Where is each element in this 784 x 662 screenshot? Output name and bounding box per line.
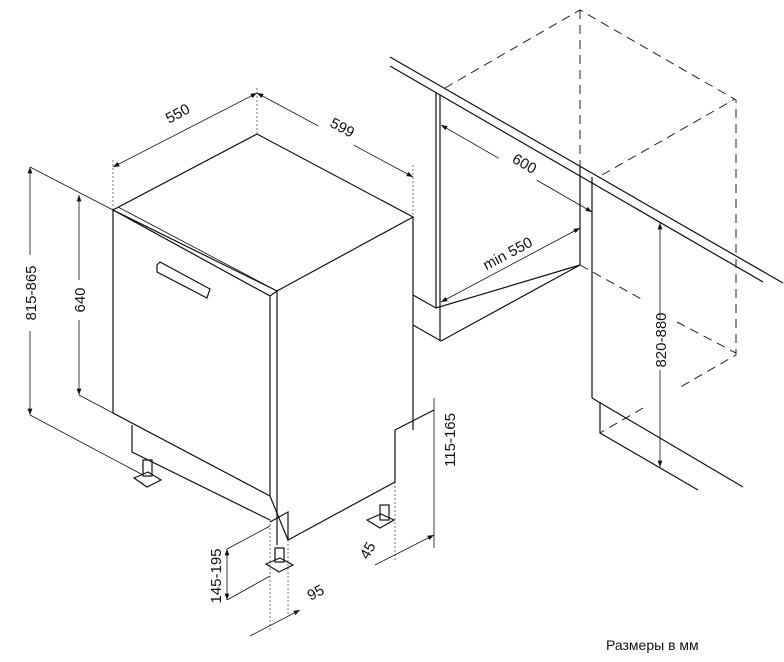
door-side-strip — [269, 289, 278, 545]
dim-95-line — [249, 609, 301, 637]
countertop-top — [389, 56, 784, 284]
countertop-bottom — [389, 65, 764, 283]
cabinet-niche — [389, 9, 784, 491]
plinth-front — [131, 425, 271, 521]
foot-icon — [132, 459, 163, 488]
label-back-leg-offset: 45 — [357, 539, 380, 562]
label-plinth-height: 145-195 — [208, 548, 225, 603]
dim-45-line — [374, 534, 435, 566]
plinth-side — [269, 409, 435, 542]
dim-min-550-line — [440, 227, 581, 303]
units-note: Размеры в мм — [606, 637, 699, 653]
dim-550-line — [112, 92, 258, 168]
label-plinth-offset: 95 — [305, 582, 328, 605]
label-niche-height: 820-880 — [653, 312, 670, 367]
dishwasher-door — [112, 208, 271, 497]
label-back-leg-height: 115-165 — [442, 413, 459, 467]
dishwasher — [111, 133, 435, 573]
label-height-total: 815-865 — [23, 265, 40, 320]
foot-icon — [365, 504, 396, 529]
foot-icon — [264, 547, 295, 573]
label-door-height: 640 — [72, 287, 89, 312]
dishwasher-top — [111, 133, 415, 292]
door-handle — [156, 261, 211, 299]
